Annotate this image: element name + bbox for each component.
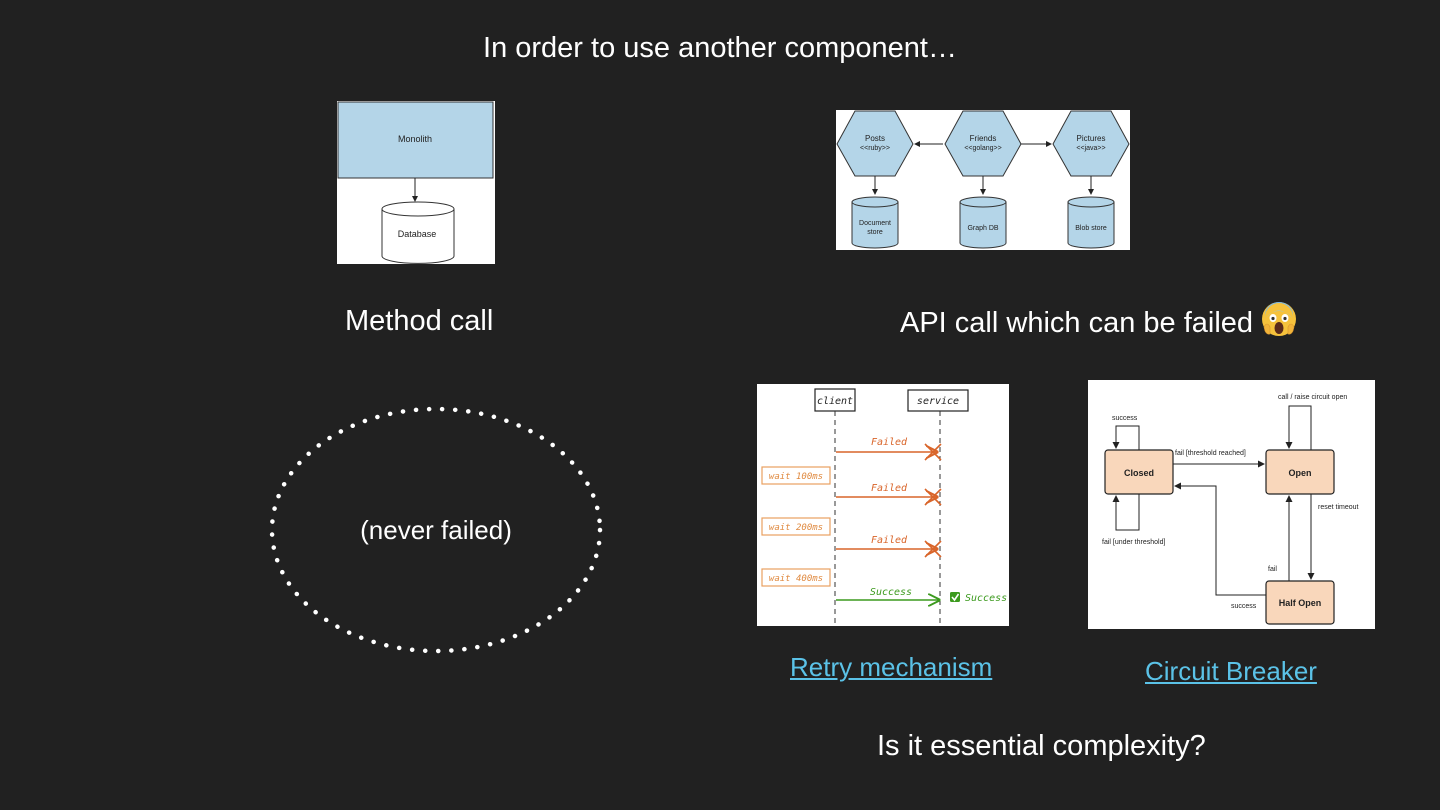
failed-label-2: Failed [871,483,908,494]
success-arrow-label: Success [870,587,912,598]
never-failed-bubble: (never failed) [268,404,604,656]
microservices-diagram: Posts <<ruby>> Friends <<golang>> Pictur… [836,110,1130,250]
wait-label-2: wait 200ms [769,523,823,533]
service-box [907,389,969,412]
reset-timeout-label: reset timeout [1318,504,1359,511]
success-top-label: success [1112,415,1138,422]
screaming-face-icon [1261,301,1297,348]
success-bottom-label: success [1231,603,1257,610]
circuit-breaker-diagram: Closed Open Half Open success fail [thre… [1088,380,1375,629]
wait-label-1: wait 100ms [769,472,823,482]
method-call-label: Method call [345,305,494,337]
blob-store-label: Blob store [1075,225,1107,232]
api-call-label: API call which can be failed [900,307,1254,340]
essential-complexity-question: Is it essential complexity? [877,730,1206,762]
call-raise-label: call / raise circuit open [1278,394,1347,401]
database-cylinder [381,201,455,264]
graph-db-cylinder [959,196,1007,249]
failed-label-1: Failed [871,437,908,448]
fail-under-threshold-label: fail [under threshold] [1102,539,1165,546]
pictures-service-hexagon [1052,110,1130,177]
state-open [1265,449,1335,495]
wait-box-2 [761,517,831,536]
graph-db-label: Graph DB [967,225,998,232]
document-store-label-1: Document [859,220,891,227]
failed-label-3: Failed [871,535,908,546]
state-half-open [1265,580,1335,625]
blob-store-cylinder [1067,196,1115,249]
wait-label-3: wait 400ms [769,574,823,584]
pictures-name: Pictures [1077,134,1106,143]
success-note: Success [965,593,1007,604]
client-label: client [817,396,853,407]
posts-service-hexagon [836,110,914,177]
state-closed-label: Closed [1124,468,1154,478]
never-failed-label: (never failed) [360,515,512,545]
state-half-open-label: Half Open [1279,598,1322,608]
retry-mechanism-link[interactable]: Retry mechanism [790,652,993,682]
friends-service-hexagon [944,110,1022,177]
service-label: service [917,396,959,407]
monolith-diagram: Monolith Database [337,101,495,264]
posts-name: Posts [865,134,885,143]
friends-lang: <<golang>> [964,145,1001,152]
fail-label: fail [1268,566,1277,573]
api-call-row: API call which can be failed [900,301,1297,348]
friends-name: Friends [970,134,997,143]
document-store-cylinder [851,196,899,249]
monolith-box [337,101,494,179]
database-label: Database [398,229,437,239]
document-store-label-2: store [867,229,883,236]
fail-threshold-reached-label: fail [threshold reached] [1175,450,1246,457]
wait-box-1 [761,466,831,485]
pictures-lang: <<java>> [1076,145,1105,152]
circuit-breaker-link[interactable]: Circuit Breaker [1145,656,1317,686]
slide-title: In order to use another component… [483,32,957,64]
monolith-label: Monolith [398,134,432,144]
wait-box-3 [761,568,831,587]
retry-diagram: client service Failed wait 100ms Failed … [757,384,1009,626]
state-open-label: Open [1288,468,1311,478]
posts-lang: <<ruby>> [860,145,890,152]
